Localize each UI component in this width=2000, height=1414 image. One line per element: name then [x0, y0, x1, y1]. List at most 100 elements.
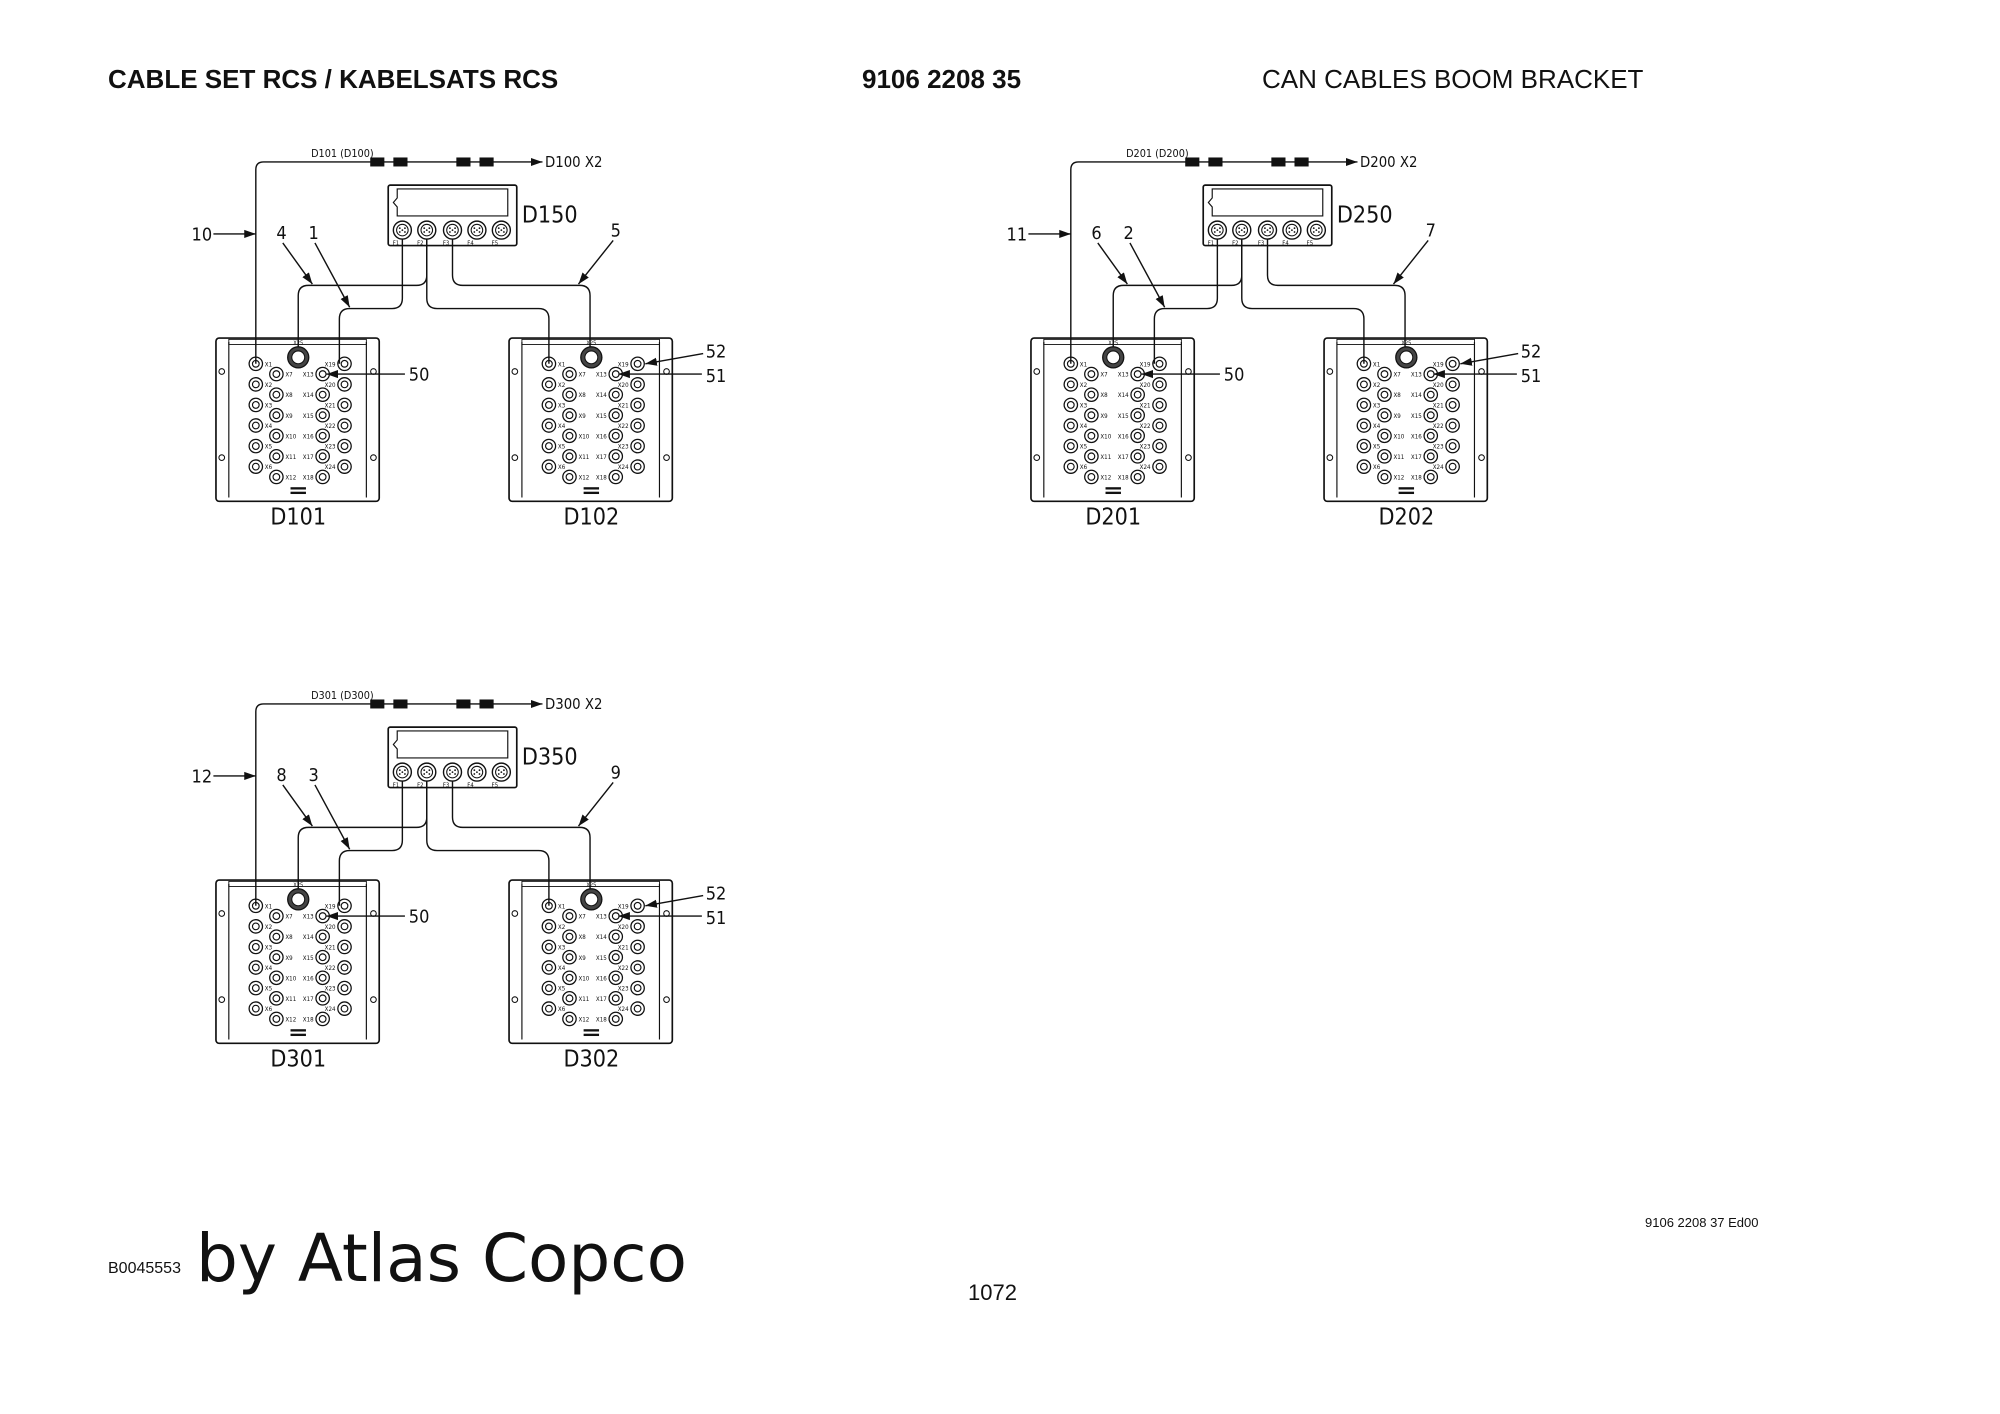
d150-port-F2-outer	[417, 220, 437, 240]
d102-port-X4-inner	[544, 421, 553, 430]
d301-port-X19-label: X19	[325, 903, 336, 910]
group-2-cable-external	[1070, 157, 1358, 364]
d201-port-X19-inner	[1155, 359, 1164, 368]
d150-port-F3-pin-3	[454, 231, 456, 233]
d302-port-X4-label: X4	[558, 965, 566, 972]
d150-port-F2-pin-4	[425, 229, 428, 232]
d301-x25-face	[291, 892, 306, 907]
d301-port-X12-inner	[272, 1014, 281, 1023]
d301-port-X15-outer	[315, 949, 330, 965]
d302-port-X23-label: X23	[618, 986, 629, 993]
d301-port-X8-inner	[272, 932, 281, 941]
d102-port-X24-inner	[633, 462, 642, 471]
d202-port-X19-outer	[1445, 356, 1460, 372]
d350-port-F1-pin-0	[398, 769, 401, 772]
d150-port-F1-pin-4	[401, 229, 404, 232]
d150-port-F4-pin-3	[478, 231, 481, 233]
d302-port-X7-label: X7	[578, 914, 586, 921]
d102-port-X13-inner	[611, 370, 620, 379]
d150-port-F1-label: F1	[393, 241, 399, 247]
d101-port-X3-inner	[251, 401, 260, 409]
group-1-callout-1-number: 1	[309, 223, 319, 244]
d150-port-F2-label: F2	[417, 241, 423, 247]
d301-port-X3-label: X3	[265, 945, 273, 952]
d250-housing	[1202, 184, 1333, 247]
d201-port-X15-inner	[1133, 411, 1142, 420]
d201-port-X20-label: X20	[1140, 382, 1151, 389]
d301-mount-hole-2	[218, 996, 226, 1003]
group-3-cable-connector-2	[393, 699, 408, 709]
d101-port-X9-outer	[269, 407, 284, 423]
d350-port-F5-pin-1	[503, 769, 505, 772]
d302-logo-bottom	[583, 1033, 600, 1037]
d350-port-F1-pin-4	[401, 771, 404, 774]
d350-port-F2-pin-3	[428, 773, 431, 775]
group-1-callout-10-number: 10	[192, 224, 213, 245]
d102-port-X1-label: X1	[558, 361, 566, 368]
d350-housing	[387, 726, 518, 789]
d302-port-X2-inner	[544, 922, 553, 931]
d250-port-F1-pin-0	[1213, 227, 1216, 230]
d202-port-X1-outer	[1356, 356, 1372, 372]
d101-port-X2-label: X2	[265, 382, 272, 389]
d302-port-X22-label: X22	[618, 965, 629, 972]
d350-port-F1-pin-1	[404, 769, 406, 772]
d250-port-F5-pin-3	[1318, 231, 1320, 233]
d201-port-X12-inner	[1087, 472, 1096, 481]
d150-port-F1-pin-0	[398, 227, 401, 230]
d250-port-F1-pin-3	[1219, 231, 1221, 233]
d101-port-X20-inner	[340, 380, 349, 389]
d302-port-X10-label: X10	[578, 975, 589, 982]
d302-port-X10-inner	[565, 973, 574, 982]
d201-port-X8-inner	[1087, 390, 1096, 399]
d101-port-X11-inner	[272, 452, 281, 461]
d350-port-F4-pin-3	[478, 773, 481, 775]
d301-port-X3-inner	[251, 943, 260, 951]
d102-port-X3-label: X3	[558, 403, 566, 410]
d202-port-X11-inner	[1380, 452, 1389, 461]
d102-port-X8-inner	[565, 390, 574, 399]
d201-port-X16-inner	[1133, 431, 1142, 440]
d250-port-F4-pin-3	[1293, 231, 1296, 233]
group-2-callout-52-number: 52	[1521, 341, 1542, 362]
d201-port-X3-inner	[1066, 401, 1075, 409]
d302-port-X18-inner	[611, 1014, 620, 1023]
d302-port-X14-label: X14	[596, 934, 607, 941]
d102-port-X15-label: X15	[596, 413, 607, 420]
d101-port-X15-label: X15	[303, 413, 314, 420]
d101-port-X8-label: X8	[285, 392, 293, 399]
d202-port-X17-inner	[1426, 452, 1435, 461]
d350-port-F5-outer	[491, 762, 512, 782]
d102-port-X21-inner	[633, 401, 642, 409]
d301-port-X3-outer	[248, 939, 264, 955]
d101-port-X3-outer	[248, 397, 264, 413]
d350-port-F4-pin-0	[473, 769, 476, 772]
d150-port-F5-pin-3	[503, 231, 505, 233]
d102-top-strip	[521, 338, 660, 345]
d302-port-X2-outer	[541, 919, 557, 934]
d202-port-X17-label: X17	[1411, 454, 1422, 461]
d101-port-X19-label: X19	[325, 361, 336, 368]
d102-port-X17-outer	[608, 449, 624, 464]
d102-x25-face	[584, 350, 599, 365]
d101-port-X15-inner	[318, 411, 327, 420]
d202-port-X18-inner	[1426, 472, 1435, 481]
group-2-callout-11-number: 11	[1007, 224, 1028, 245]
d101-port-X11-outer	[269, 449, 284, 464]
d201-port-X2-outer	[1063, 377, 1079, 392]
d150-port-F5-pin-4	[500, 229, 503, 232]
d301-port-X11-label: X11	[285, 996, 296, 1003]
d301-port-X22-label: X22	[325, 965, 336, 972]
d301-port-X10-label: X10	[285, 975, 296, 982]
d101-port-X9-label: X9	[285, 413, 293, 420]
d102-port-X10-label: X10	[578, 433, 589, 440]
d350-port-F3-outer	[442, 762, 463, 782]
d150-port-F4-pin-2	[473, 231, 476, 233]
d302-port-X19-outer	[630, 898, 645, 914]
d250-port-F5-label: F5	[1307, 241, 1313, 247]
d202-port-X10-outer	[1377, 428, 1392, 444]
d102-port-X2-inner	[544, 380, 553, 389]
d301-port-X23-outer	[337, 980, 352, 996]
d301-port-X5-outer	[248, 980, 264, 996]
